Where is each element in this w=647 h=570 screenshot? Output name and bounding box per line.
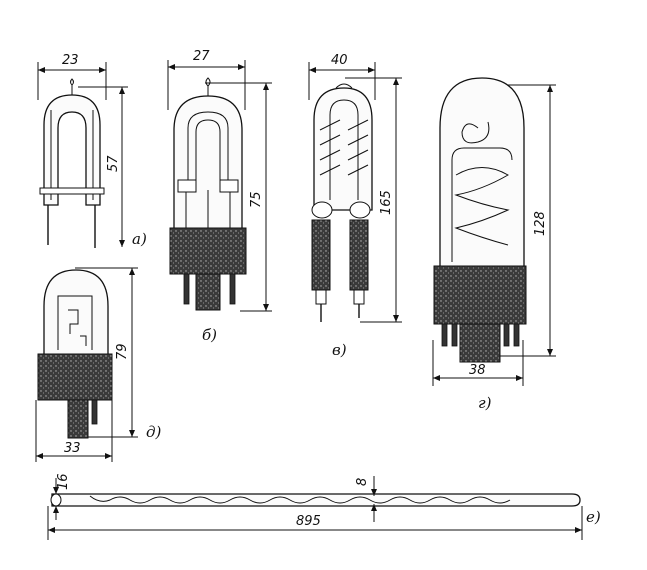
lamp-v: 40 165 в) <box>308 53 402 359</box>
lamp-d-width-label: 33 <box>64 441 81 456</box>
lamp-b: 27 75 б) <box>167 49 272 344</box>
lamp-g-width-label: 38 <box>469 363 486 378</box>
lamp-a-width-label: 23 <box>62 53 79 68</box>
lamp-e: 16 8 895 е) <box>47 473 601 540</box>
lamp-g: 128 38 г) <box>432 77 556 412</box>
lamp-b-width-label: 27 <box>193 49 210 64</box>
lamp-d-caption: д) <box>146 423 162 441</box>
lamp-a-caption: а) <box>132 230 147 248</box>
lamp-e-length-label: 895 <box>296 514 321 529</box>
lamp-v-height-label: 165 <box>379 190 394 215</box>
lamp-e-spiral-diameter-label: 8 <box>355 478 370 486</box>
lamp-b-caption: б) <box>202 326 217 344</box>
lamp-v-caption: в) <box>332 341 347 359</box>
lamp-v-width-label: 40 <box>331 53 348 68</box>
lamp-a-height-label: 57 <box>106 155 121 172</box>
lamp-e-tube-diameter-label: 16 <box>56 473 71 490</box>
lamp-b-height-label: 75 <box>249 191 264 208</box>
lamp-g-height-label: 128 <box>533 211 548 236</box>
lamp-e-caption: е) <box>586 508 601 526</box>
lamp-d-height-label: 79 <box>115 343 130 360</box>
lamp-a: 23 57 а) <box>37 53 147 248</box>
lamp-g-caption: г) <box>478 394 492 412</box>
lamp-d: 79 33 д) <box>35 267 162 462</box>
